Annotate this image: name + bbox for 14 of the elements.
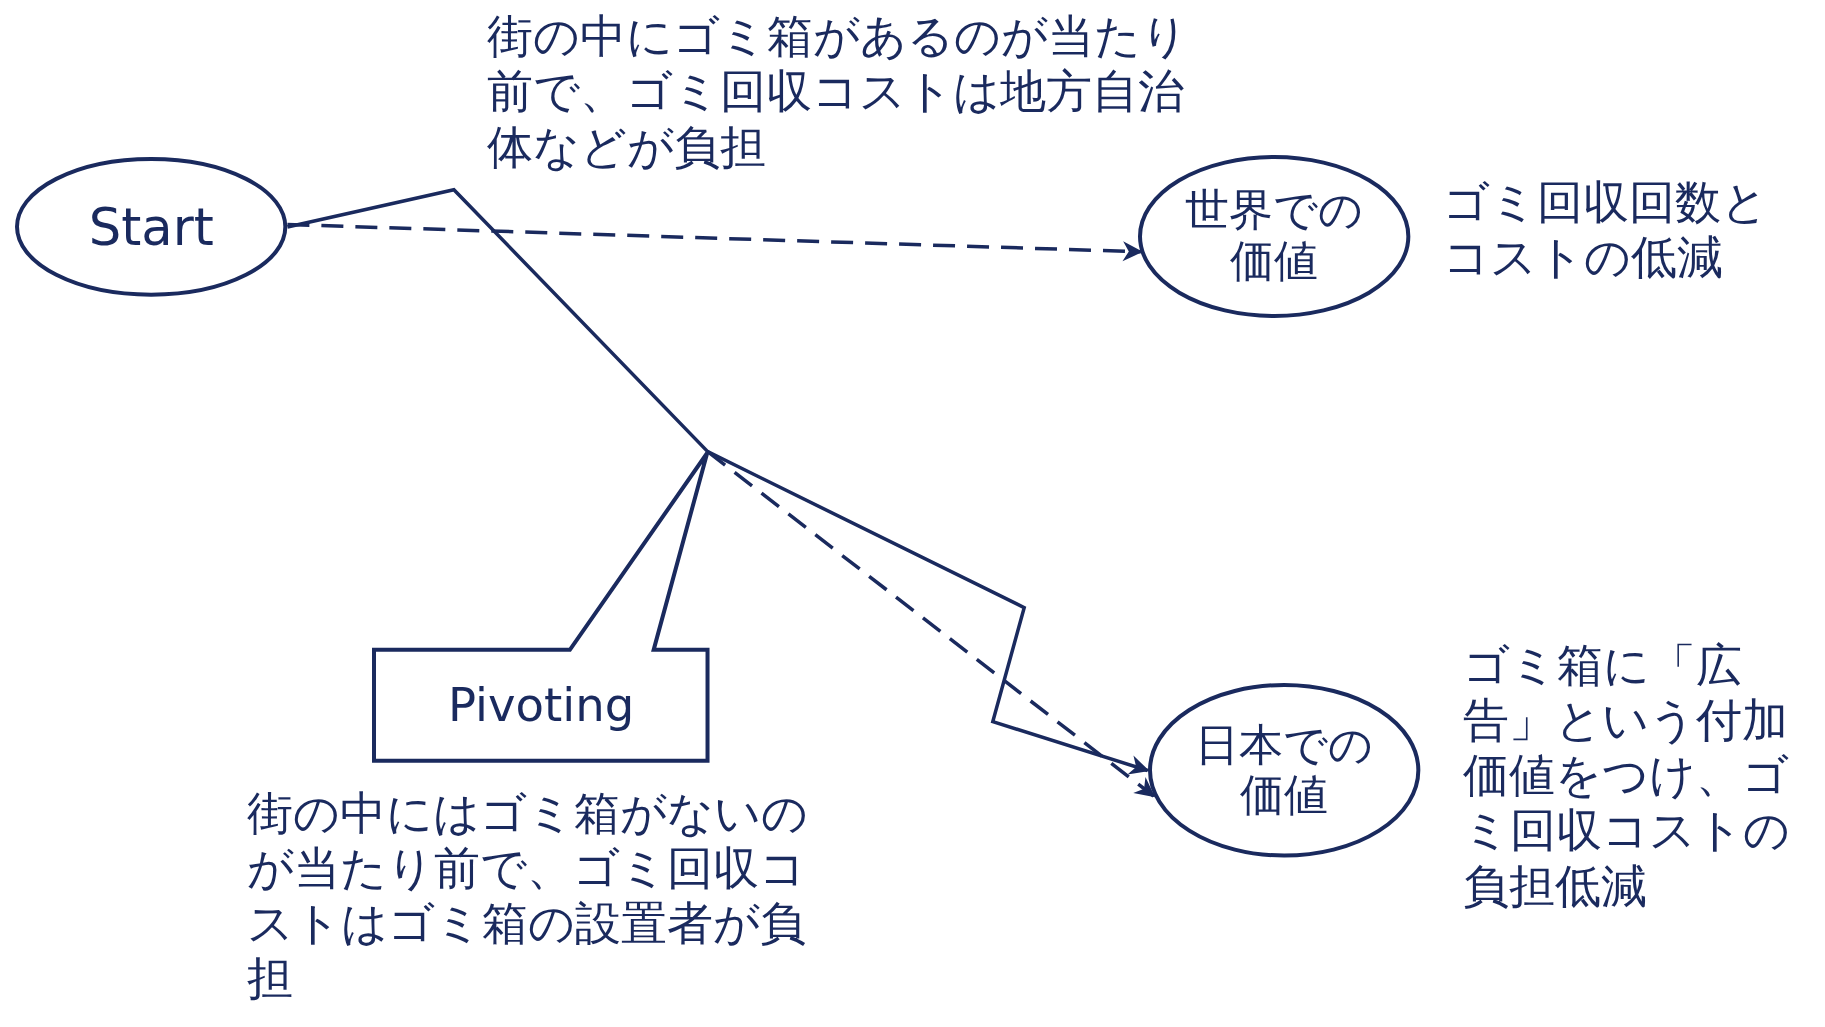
annotation-text: 街の中にゴミ箱があるのが当たり前で、ゴミ回収コストは地方自治体などが負担 [486,9,1189,175]
value-ellipse [1138,154,1411,318]
start-ellipse [15,157,288,297]
node-label: 日本での価値 [1193,719,1374,822]
callout-box [372,451,710,763]
node-label: 世界での価値 [1184,185,1365,288]
node-caption: ゴミ回収回数とコストの低減 [1443,174,1770,285]
node-caption: 街の中にはゴミ箱がないのが当たり前で、ゴミ回収コストはゴミ箱の設置者が負担 [246,785,809,1007]
value-ellipse [1147,683,1420,858]
dashed-arrow [287,222,1143,262]
dashed-arrow [706,450,1156,798]
node-caption: ゴミ箱に「広告」という付加価値をつけ、ゴミ回収コストの負担低減 [1463,637,1791,914]
node-label: Pivoting [448,679,635,733]
node-label: Start [88,197,214,257]
